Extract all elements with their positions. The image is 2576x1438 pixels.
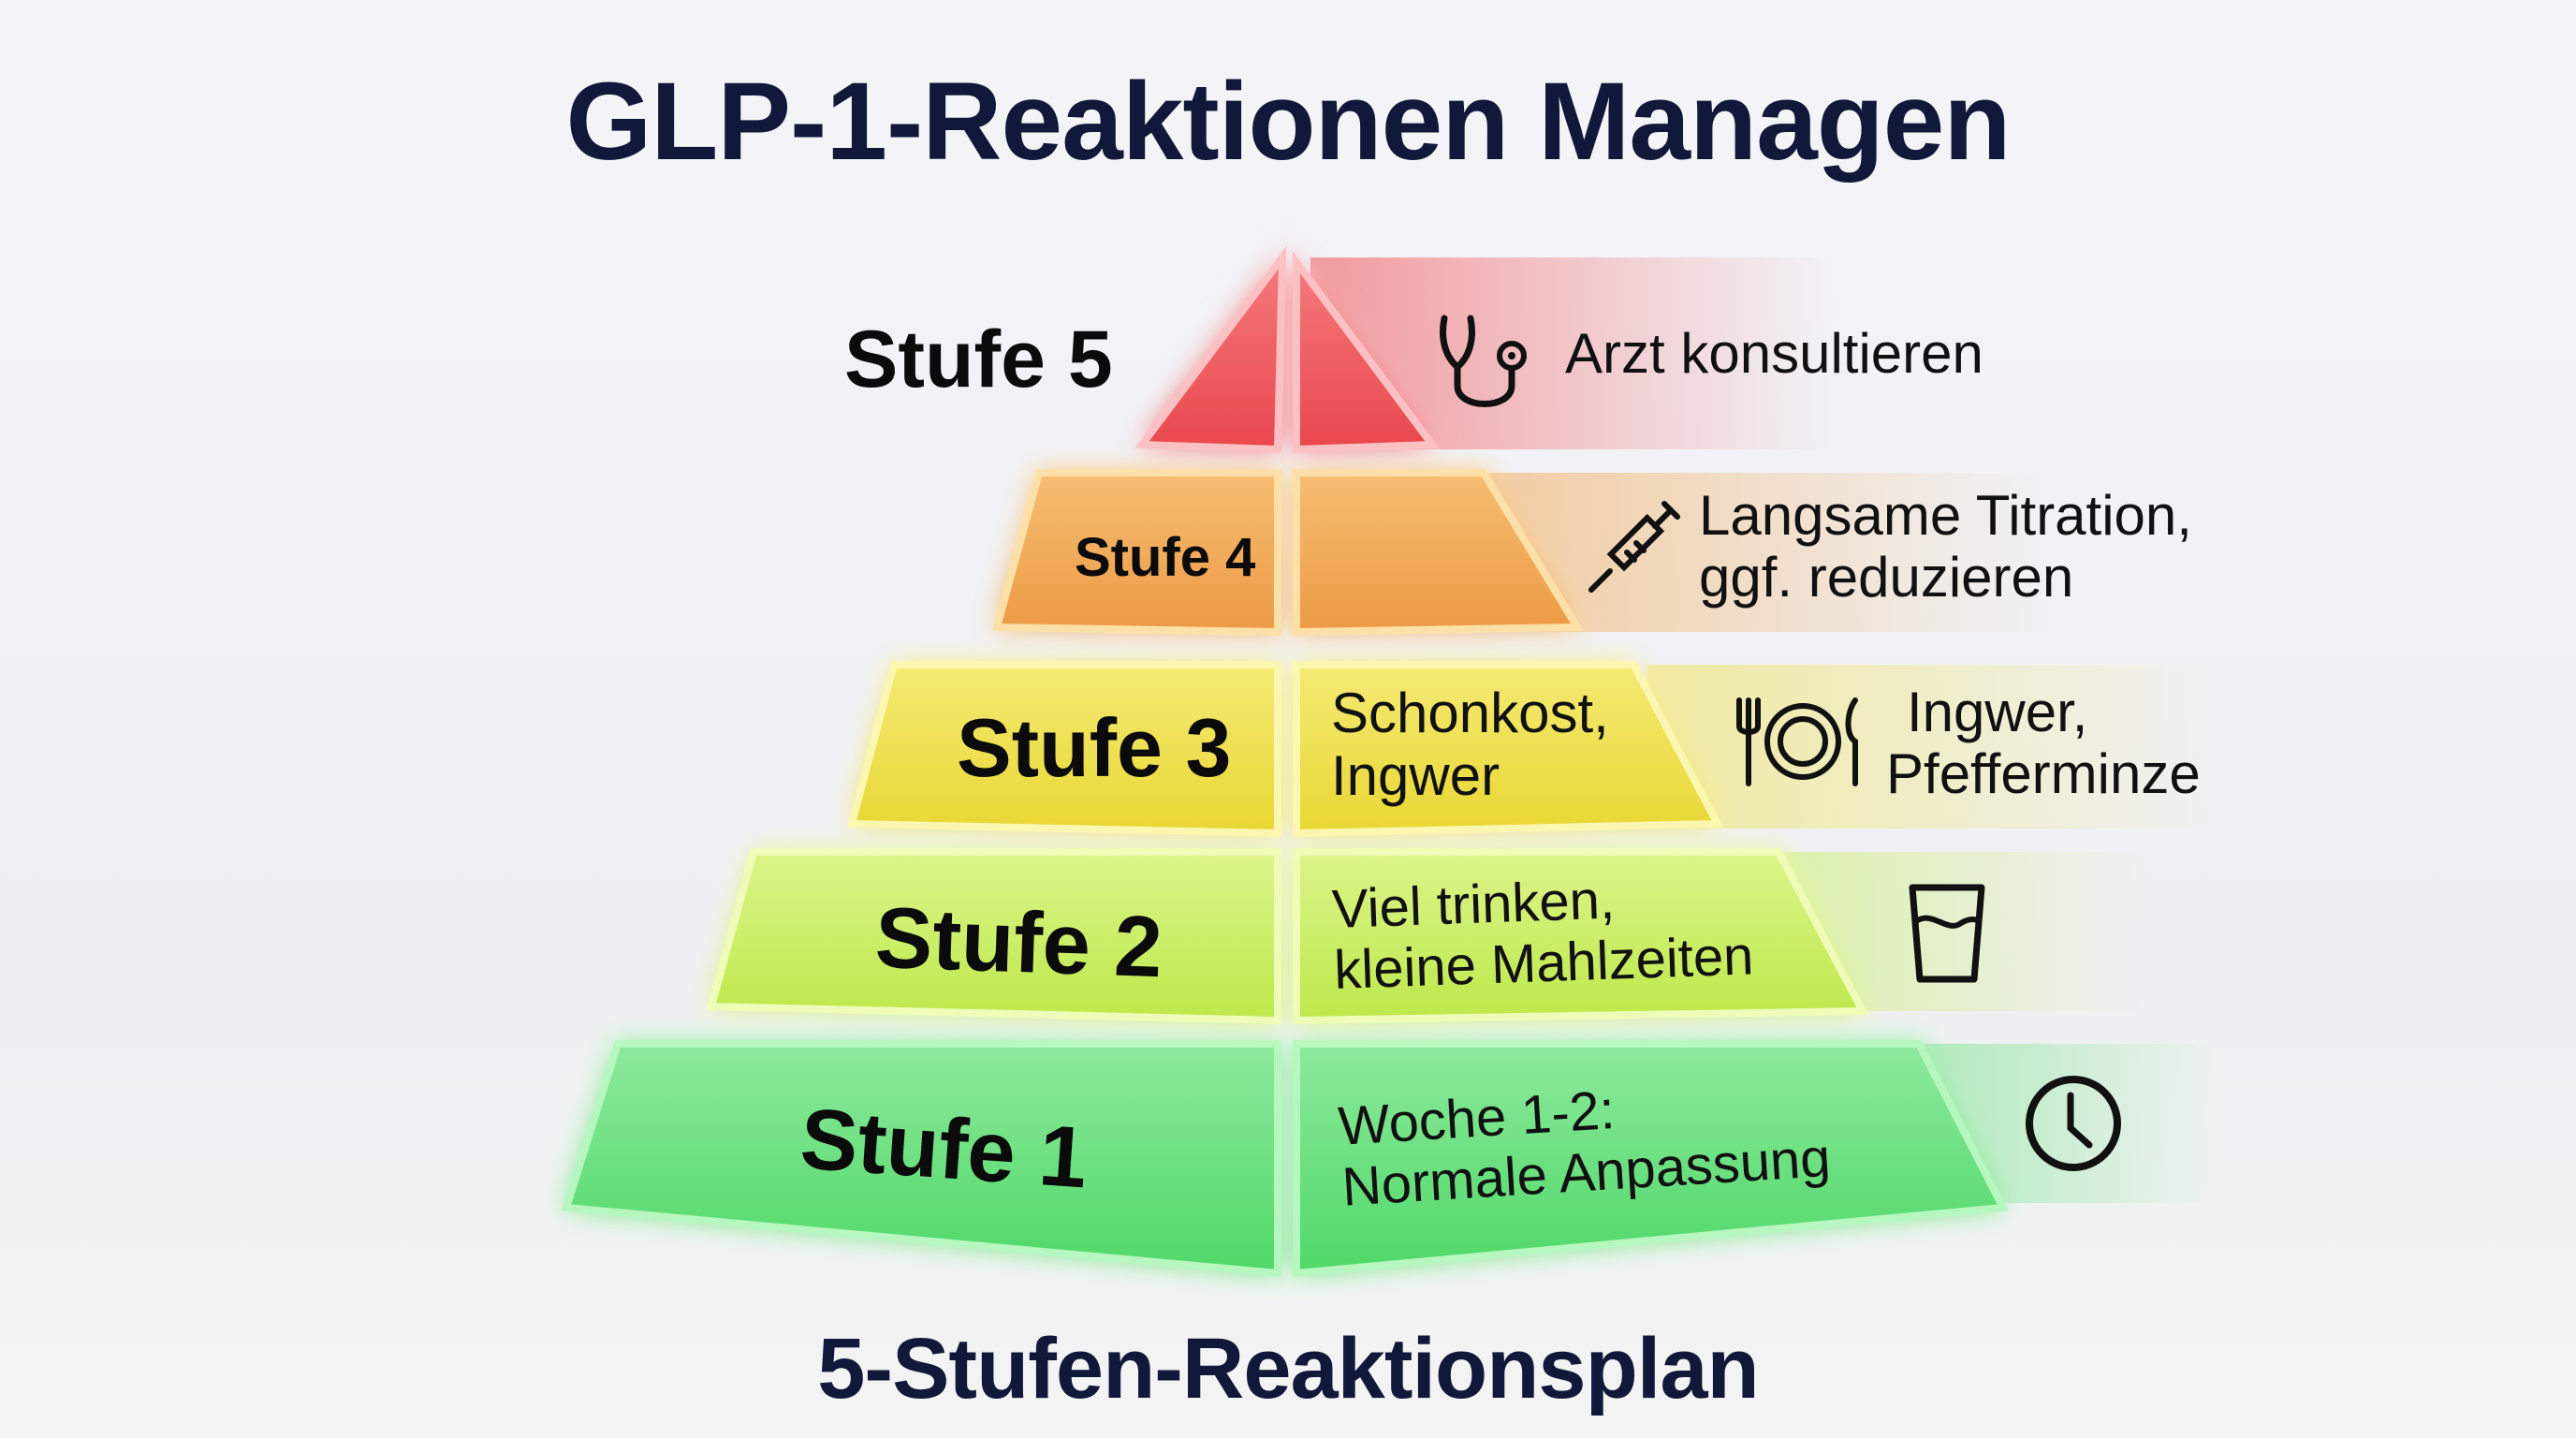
page-subtitle: 5-Stufen-Reaktionsplan xyxy=(817,1321,1759,1416)
level3-front-text: Schonkost, Ingwer xyxy=(1331,682,1609,808)
level5-label: Stufe 5 xyxy=(844,315,1113,404)
plate-cutlery-icon xyxy=(1736,697,1858,786)
level2-label: Stufe 2 xyxy=(873,889,1164,996)
level1-label: Stufe 1 xyxy=(797,1091,1090,1207)
level5-side-text: Arzt konsultieren xyxy=(1565,322,1983,385)
level4-side-panel xyxy=(1488,473,2050,632)
page-title: GLP-1-Reaktionen Managen xyxy=(565,60,2011,183)
clock-icon xyxy=(2026,1076,2121,1171)
level4-block xyxy=(991,469,1585,637)
level2-block xyxy=(706,848,1869,1025)
level3-block xyxy=(846,661,1724,838)
level5-block xyxy=(1134,245,1440,454)
level3-side-text: Ingwer, Pfefferminze xyxy=(1886,681,2201,805)
level4-side-text: Langsame Titration, ggf. reduzieren xyxy=(1699,484,2192,609)
level4-label: Stufe 4 xyxy=(1075,527,1256,588)
level3-side-panel xyxy=(1647,665,2228,829)
level3-label: Stufe 3 xyxy=(957,701,1232,794)
glass-icon xyxy=(1909,884,1985,983)
level2-front-text: Viel trinken, kleine Mahlzeiten xyxy=(1330,869,1755,1001)
syringe-icon xyxy=(1588,501,1680,593)
stethoscope-icon xyxy=(1440,315,1527,407)
level1-block xyxy=(561,1040,2010,1278)
